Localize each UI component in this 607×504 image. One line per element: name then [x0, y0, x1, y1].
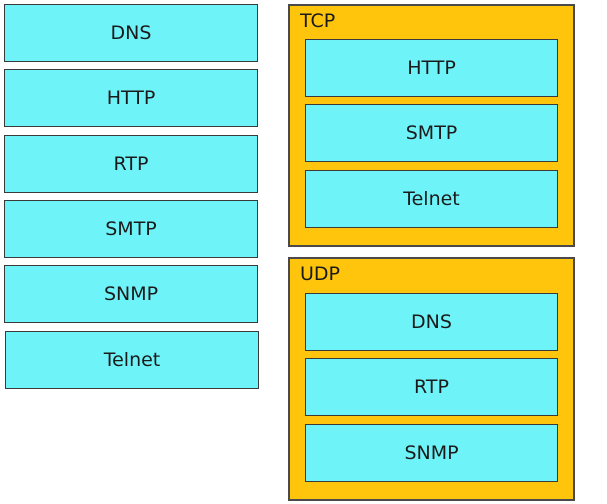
udp-item-snmp[interactable]: SNMP [305, 424, 558, 482]
source-item-snmp[interactable]: SNMP [4, 265, 258, 323]
source-item-rtp[interactable]: RTP [4, 135, 258, 193]
tcp-item-telnet[interactable]: Telnet [305, 170, 558, 228]
source-item-telnet[interactable]: Telnet [5, 331, 259, 389]
source-item-http[interactable]: HTTP [4, 69, 258, 127]
tcp-group-label: TCP [300, 10, 336, 32]
tcp-item-smtp[interactable]: SMTP [305, 104, 558, 162]
udp-item-rtp[interactable]: RTP [305, 358, 558, 416]
source-item-dns[interactable]: DNS [4, 4, 258, 62]
tcp-item-http[interactable]: HTTP [305, 39, 558, 97]
udp-group-label: UDP [300, 263, 340, 285]
source-item-smtp[interactable]: SMTP [4, 200, 258, 258]
udp-item-dns[interactable]: DNS [305, 293, 558, 351]
